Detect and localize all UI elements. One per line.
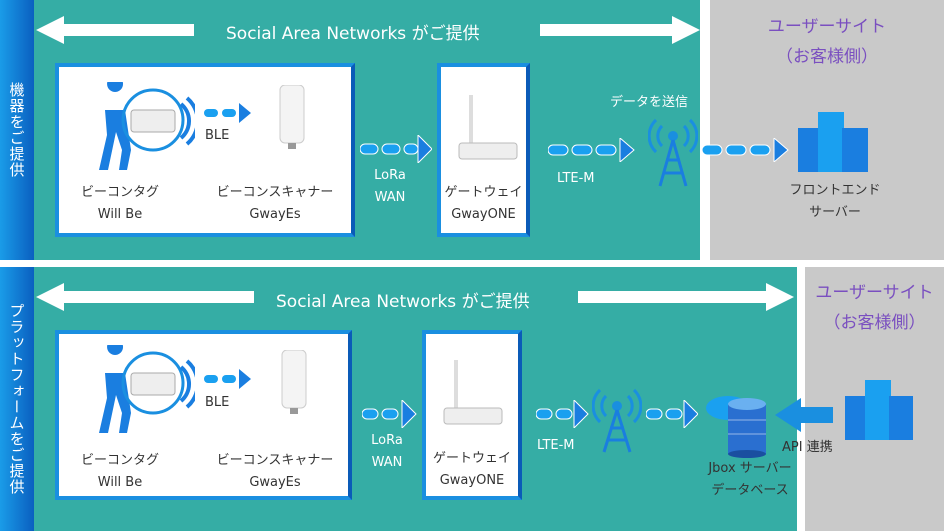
send-data-label: データを送信 [610, 95, 689, 110]
cell-tower-icon [592, 388, 642, 453]
ltem-label-top: LTE-M [557, 171, 595, 186]
header-title-bottom: Social Area Networks がご提供 [276, 292, 530, 312]
api-label: API 連携 [782, 440, 833, 455]
ble-arrow-icon [204, 369, 251, 389]
send-arrow-icon [702, 138, 789, 162]
building-icon-bottom [845, 380, 913, 440]
gateway-device-icon [458, 95, 518, 160]
cell-tower-icon [648, 118, 698, 187]
ltem-arrow-icon [548, 138, 635, 162]
building-icon-top [798, 112, 868, 172]
lora-arrow-icon [360, 135, 432, 163]
cloud-database-icon [706, 396, 766, 458]
lora-arrow-icon [362, 400, 417, 428]
db-arrow-icon [646, 400, 698, 428]
api-arrow-icon [775, 398, 833, 432]
user-site-title-top: ユーザーサイト（お客様側） [767, 17, 887, 67]
ble-label-bottom: BLE [205, 395, 230, 410]
arrow-right-icon [540, 16, 700, 44]
arrow-left-icon [36, 16, 194, 44]
frontend-label: フロントエンドサーバー [789, 183, 881, 220]
header-title-top: Social Area Networks がご提供 [226, 24, 480, 44]
person-beacon-icon [99, 82, 195, 170]
side-label-platform: プラットフォームをご提供 [0, 267, 34, 531]
scanner-device-icon [279, 85, 305, 149]
arrow-right-icon [578, 283, 794, 311]
person-beacon-icon [99, 345, 195, 433]
scanner-device-icon [281, 350, 307, 414]
ltem-arrow-icon [536, 400, 589, 428]
ble-arrow-icon [204, 103, 251, 123]
ble-label-top: BLE [205, 128, 230, 143]
user-site-title-bottom: ユーザーサイト（お客様側） [815, 283, 934, 333]
side-label-devices: 機器をご提供 [0, 0, 34, 260]
db-label: Jbox サーバーデータベース [708, 461, 792, 498]
arrow-left-icon [36, 283, 254, 311]
ltem-label-bottom: LTE-M [537, 438, 575, 453]
gateway-device-icon [443, 360, 503, 425]
